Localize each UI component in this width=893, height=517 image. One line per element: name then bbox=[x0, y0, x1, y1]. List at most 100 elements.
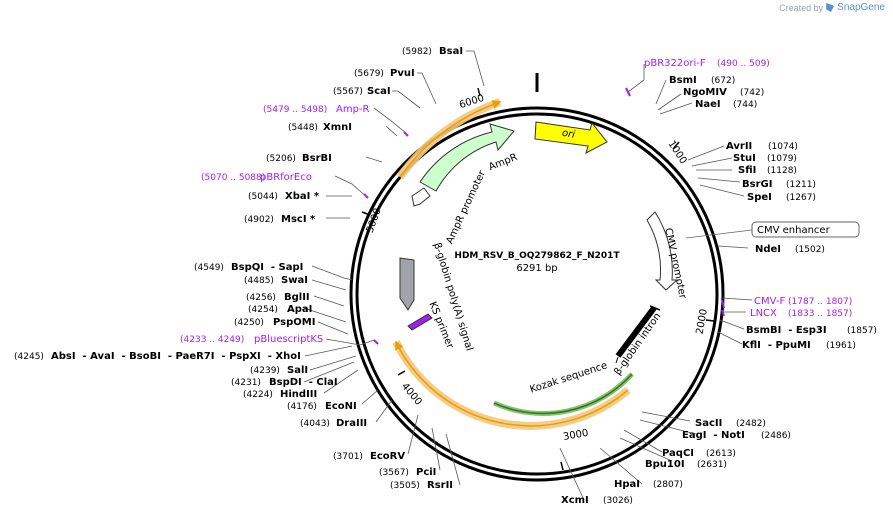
site-pos: (5044) bbox=[248, 192, 278, 202]
site-pos: (1857) bbox=[847, 326, 877, 336]
site-name-hindiii: HindIII bbox=[280, 389, 317, 400]
cmv-enhancer-box bbox=[751, 221, 860, 238]
site-name-xcmi: XcmI bbox=[561, 495, 589, 506]
site-pos: (672) bbox=[711, 76, 735, 86]
site-name-xhoi-group: AbsI - AvaI - BsoBI - PaeR7I - PspXI - X… bbox=[51, 351, 301, 362]
site-pos: (4043) bbox=[300, 419, 330, 429]
site-name-scai: ScaI bbox=[367, 86, 391, 97]
site-pos: (744) bbox=[733, 100, 757, 110]
site-name-pbrforeco: pBRforEco bbox=[260, 172, 312, 183]
feature-intron-label: β-globin intron bbox=[612, 311, 663, 377]
feature-kozak-tick bbox=[615, 356, 619, 364]
site-name-pspomi: PspOMI bbox=[273, 317, 315, 328]
feature-ori-arrow bbox=[534, 121, 608, 154]
site-pos: (3505) bbox=[390, 481, 420, 491]
site-name-bsrbi: BsrBI bbox=[302, 153, 332, 164]
site-pos: (1961) bbox=[826, 341, 856, 351]
site-pos: (4233 .. 4249) bbox=[180, 335, 244, 345]
site-labels-bottom: (3701) EcoRV (3567) PciI (3505) RsrII Xc… bbox=[333, 418, 791, 506]
site-pos: (5982) bbox=[402, 47, 432, 57]
site-name-rsrii: RsrII bbox=[427, 480, 453, 491]
site-pos: (4256) bbox=[246, 293, 276, 303]
site-pos: (4245) bbox=[14, 352, 44, 362]
tick-label-2000: 2000 bbox=[695, 308, 710, 335]
tick-label-5000: 5000 bbox=[365, 207, 384, 235]
feature-ampr-arrow bbox=[419, 123, 515, 192]
site-name-econi: EcoNI bbox=[325, 401, 357, 412]
site-name-kfli-ppumi: KflI - PpuMI bbox=[742, 340, 811, 351]
site-labels-right: pBR322ori-F (490 .. 509) BsmI (672) NgoM… bbox=[644, 58, 877, 351]
site-name-sali: SalI bbox=[287, 365, 308, 376]
site-name-sacii: SacII bbox=[695, 418, 722, 429]
feature-ampr-label: AmpR bbox=[487, 152, 519, 173]
feature-ks-primer-arrow bbox=[407, 313, 433, 331]
site-pos: (4250) bbox=[234, 318, 264, 328]
tick-label-4000: 4000 bbox=[399, 381, 424, 408]
site-pos: (2807) bbox=[653, 480, 683, 490]
site-name-bsai: BsaI bbox=[439, 46, 463, 57]
plasmid-length: 6291 bp bbox=[516, 263, 557, 274]
site-name-pbr322ori-f: pBR322ori-F bbox=[644, 58, 706, 69]
feature-polya-arrow bbox=[399, 257, 415, 311]
backbone-outer bbox=[349, 106, 725, 482]
feature-kozak-label: Kozak sequence bbox=[529, 360, 609, 395]
site-name-sfii: SfiI bbox=[738, 165, 756, 176]
site-name-bsrgi: BsrGI bbox=[742, 179, 772, 190]
site-name-xbai: XbaI * bbox=[285, 191, 320, 202]
site-name-swai: SwaI bbox=[281, 275, 308, 286]
credit-brand: SnapGene bbox=[837, 2, 885, 13]
site-name-ecorv: EcoRV bbox=[370, 451, 405, 462]
site-name-apai: ApaI bbox=[287, 304, 312, 315]
orf-arc-f-protein bbox=[392, 340, 631, 430]
site-name-bsmbi-esp3i: BsmBI - Esp3I bbox=[746, 325, 827, 336]
site-pos: (2486) bbox=[761, 431, 791, 441]
site-pos: (4485) bbox=[244, 276, 274, 286]
feature-intron-arrow bbox=[615, 306, 657, 358]
site-pos: (4231) bbox=[231, 378, 261, 388]
site-name-avrii: AvrII bbox=[726, 141, 752, 152]
credit-prefix: Created by bbox=[779, 2, 824, 13]
site-pos: (1074) bbox=[768, 142, 798, 152]
feature-intron-cap bbox=[649, 305, 661, 311]
site-pos: (5206) bbox=[266, 154, 296, 164]
site-name-bspdi-clai: BspDI - ClaI bbox=[269, 377, 338, 388]
site-name-cmv-f: CMV-F bbox=[754, 296, 785, 307]
leader-lines-left bbox=[303, 50, 697, 501]
site-pos: (4239) bbox=[250, 366, 280, 376]
orf-arc-ampr-line bbox=[399, 100, 502, 178]
primer-marks bbox=[363, 87, 725, 345]
site-pos: (5567) bbox=[333, 87, 363, 97]
site-pos: (742) bbox=[740, 88, 764, 98]
site-pos: (4224) bbox=[243, 390, 273, 400]
site-name-eagi-noti: EagI - NotI bbox=[682, 430, 745, 441]
site-name-naei: NaeI bbox=[695, 99, 721, 110]
site-pos: (2613) bbox=[706, 449, 736, 459]
site-pos: (490 .. 509) bbox=[717, 59, 770, 69]
feature-cmv-promoter-arrow bbox=[646, 211, 679, 291]
site-pos: (3026) bbox=[603, 496, 633, 506]
site-name-xmni: XmnI bbox=[323, 122, 352, 133]
site-pos: (1502) bbox=[795, 245, 825, 255]
orf-arc-green-line bbox=[493, 373, 633, 415]
site-labels-left: (5982) BsaI (5679) PvuI (5567) ScaI (547… bbox=[201, 46, 463, 225]
site-pos: (1267) bbox=[786, 193, 816, 203]
feature-ampr-promoter-arrow bbox=[411, 187, 431, 207]
snapgene-credit: Created by SnapGene bbox=[779, 2, 885, 13]
site-name-msci: MscI * bbox=[281, 214, 316, 225]
site-name-amp-r: Amp-R bbox=[336, 104, 370, 115]
site-name-draiii: DraIII bbox=[336, 418, 367, 429]
plasmid-name: HDM_RSV_B_OQ279862_F_N201T bbox=[454, 251, 620, 261]
site-name-stui: StuI bbox=[733, 153, 756, 164]
site-name-bspqi-sapi: BspQI - SapI bbox=[231, 262, 303, 273]
site-pos: (4902) bbox=[244, 215, 274, 225]
site-pos: (5679) bbox=[354, 69, 384, 79]
site-pos: (5479 .. 5498) bbox=[263, 105, 327, 115]
site-name-bpu10i: Bpu10I bbox=[645, 459, 685, 470]
site-name-spei: SpeI bbox=[747, 192, 772, 203]
site-pos: (2482) bbox=[736, 419, 766, 429]
site-name-lncx: LNCX bbox=[750, 308, 777, 319]
site-pos: (4176) bbox=[287, 402, 317, 412]
site-pos: (2631) bbox=[697, 460, 727, 470]
site-name-pcii: PciI bbox=[416, 467, 436, 478]
site-pos: (5448) bbox=[288, 123, 318, 133]
